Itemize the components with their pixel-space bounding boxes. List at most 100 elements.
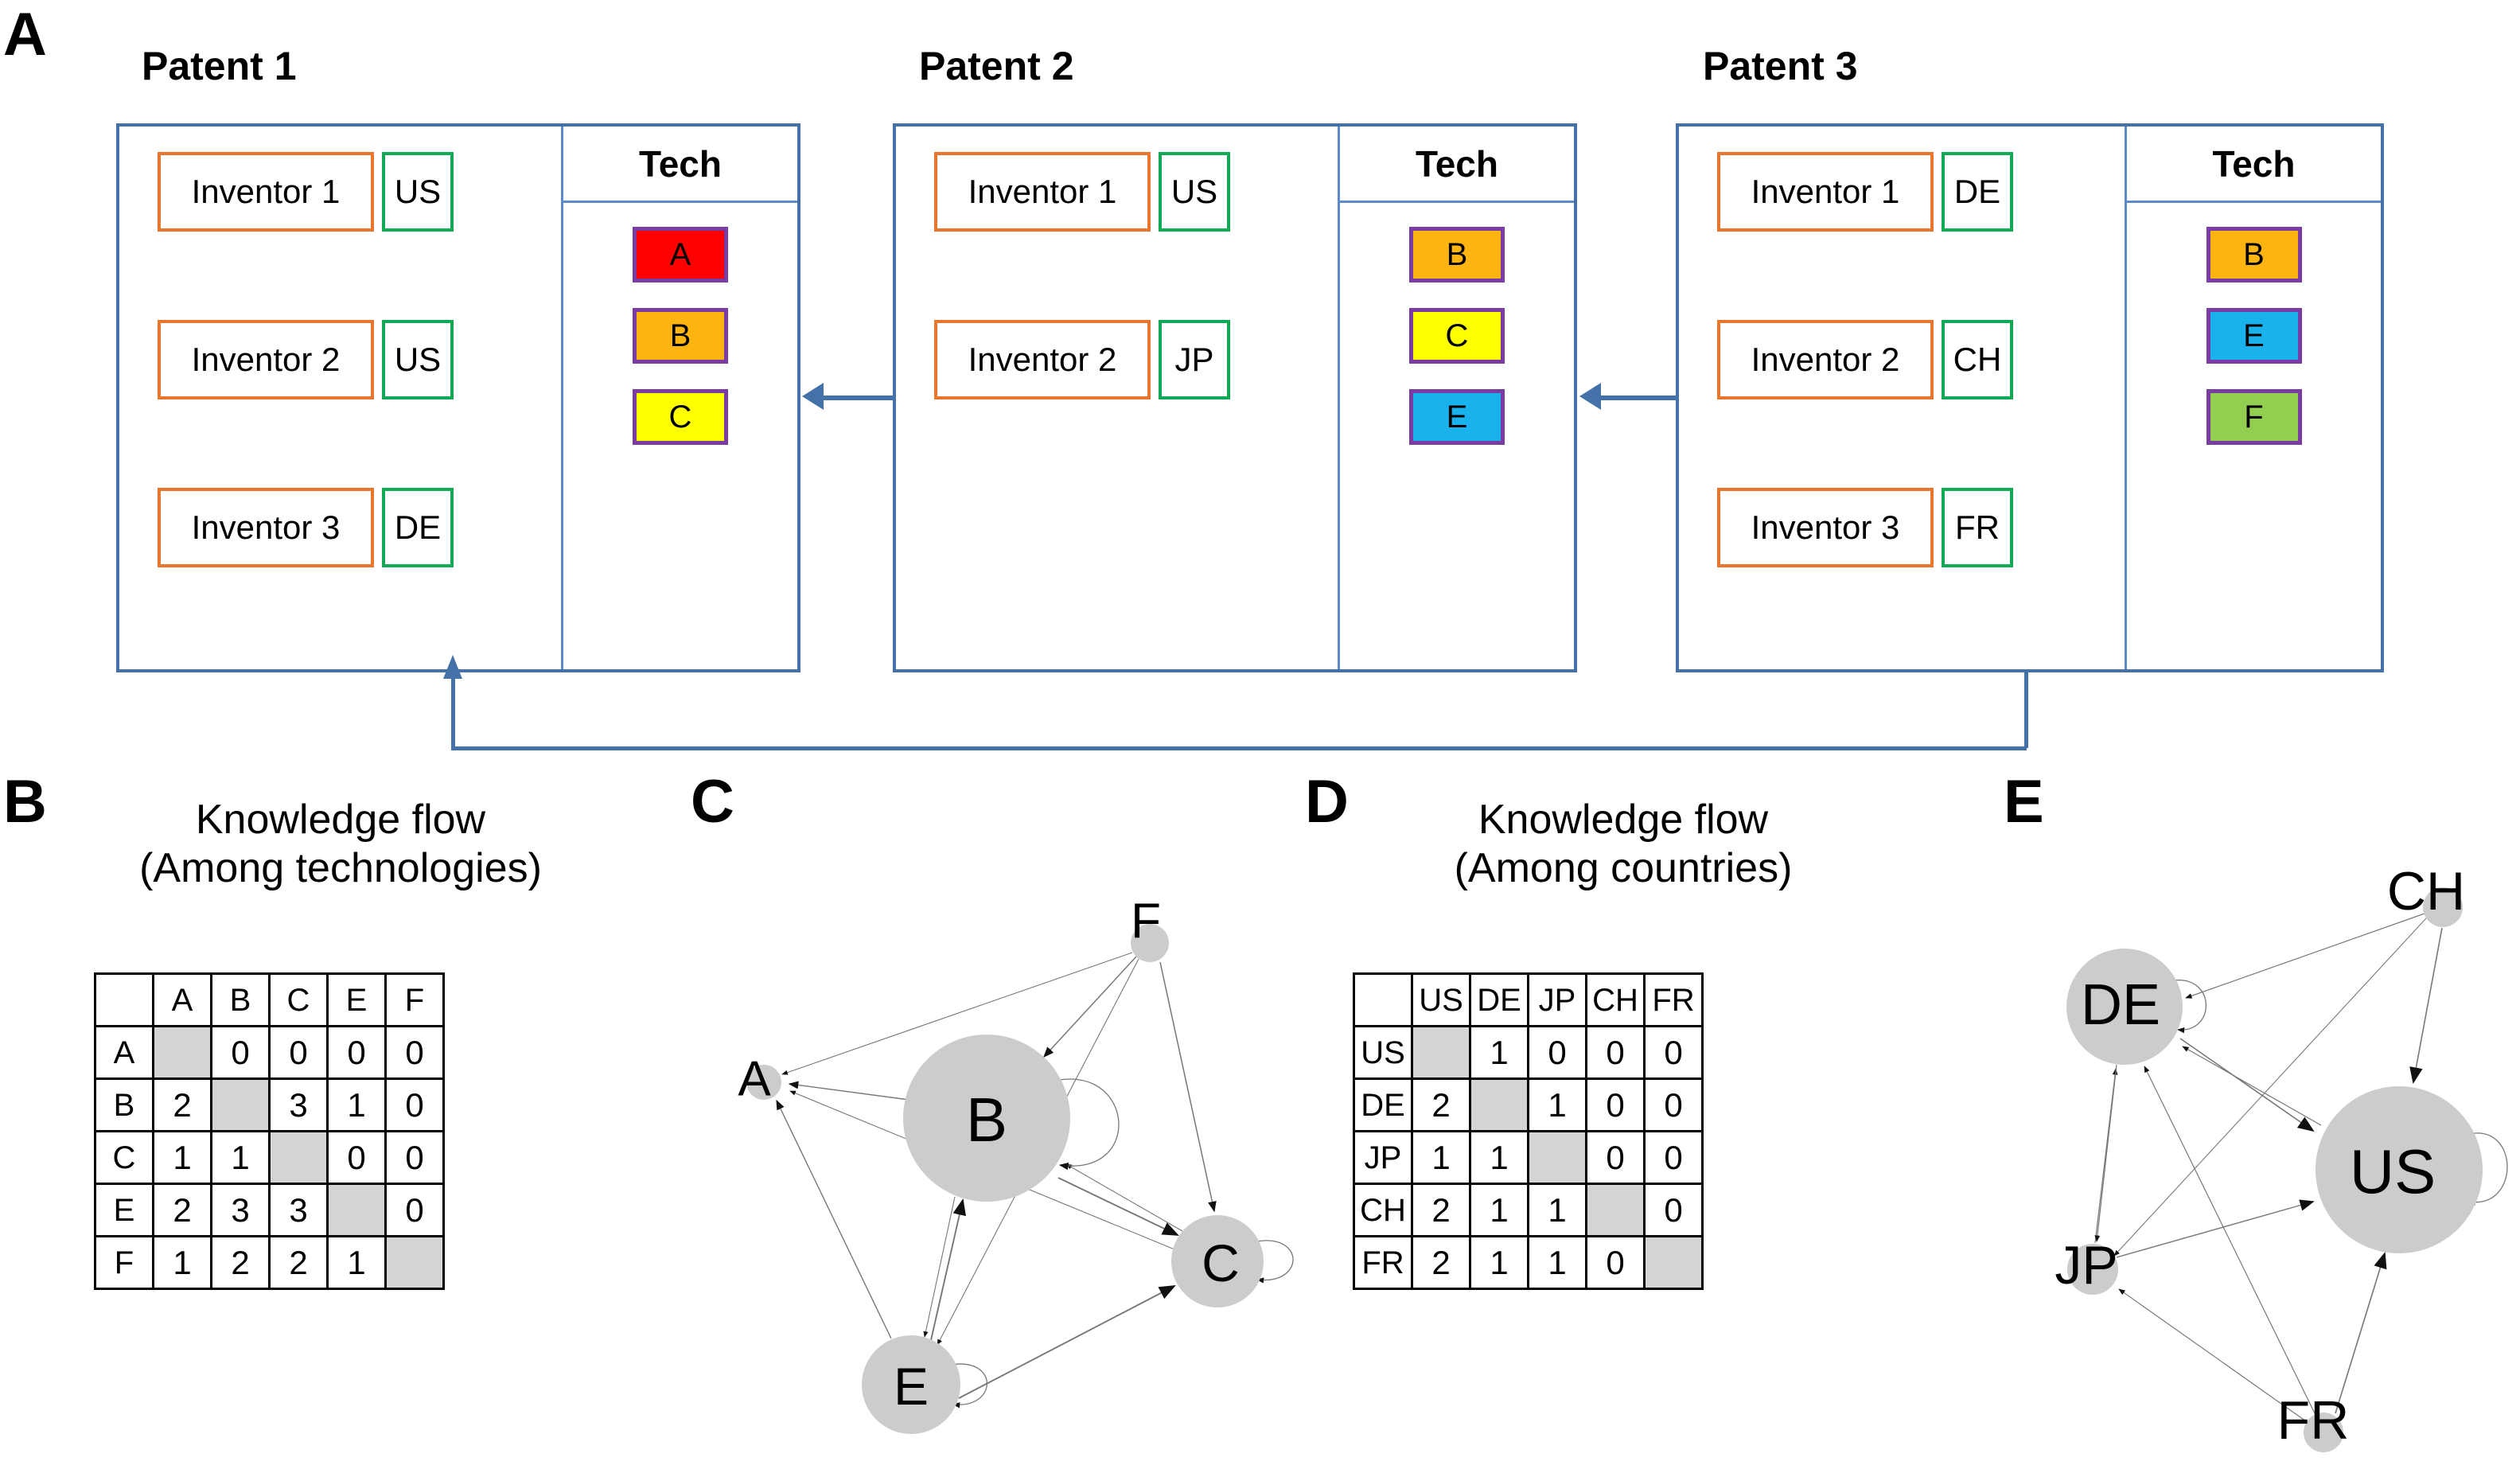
- node-DE: [2066, 949, 2183, 1065]
- node-F: [1131, 924, 1169, 962]
- matrix-cell-diagonal: [1643, 1235, 1704, 1290]
- matrix-cell-diagonal: [1469, 1077, 1529, 1132]
- edge-E-to-C: [958, 1285, 1176, 1399]
- table-header-row: A B C E F: [94, 972, 445, 1027]
- inventor-name-box: Inventor 3: [1717, 488, 1934, 567]
- tech-chip: E: [1409, 389, 1505, 445]
- edge-CH-to-JP: [2113, 918, 2427, 1257]
- table-row: A 0 0 0 0: [94, 1025, 445, 1080]
- matrix-cell: 1: [152, 1235, 212, 1290]
- edge-FR-to-DE: [2144, 1066, 2316, 1416]
- matrix-cell: 2: [152, 1183, 212, 1237]
- patent-1-inventor-row-1: Inventor 1 US: [158, 152, 454, 232]
- patent-3-tech-list: B E F: [2127, 203, 2381, 669]
- table-row: B 2 3 1 0: [94, 1077, 445, 1132]
- patent-3-inventor-row-2: Inventor 2 CH: [1717, 320, 2013, 399]
- tech-chip: E: [2206, 308, 2302, 364]
- self-loop-C: [1256, 1240, 1294, 1284]
- matrix-col-header: DE: [1469, 972, 1529, 1027]
- self-loop-E: [950, 1363, 988, 1409]
- edge-B-to-C: [1057, 1177, 1179, 1236]
- matrix-cell: 0: [384, 1130, 445, 1185]
- patent-3-box: Inventor 1 DE Inventor 2 CH Inventor 3 F…: [1676, 123, 2384, 672]
- panel-d-title-line1: Knowledge flow: [1478, 797, 1769, 843]
- patent-2-box: Inventor 1 US Inventor 2 JP Tech B C E: [893, 123, 1577, 672]
- panel-d-title-line2: (Among countries): [1454, 845, 1793, 892]
- matrix-row-header: E: [94, 1183, 154, 1237]
- node-label-JP: JP: [2055, 1235, 2117, 1296]
- matrix-cell: 1: [1527, 1235, 1587, 1290]
- matrix-cell: 1: [1469, 1025, 1529, 1080]
- node-label-CH: CH: [2387, 861, 2465, 922]
- matrix-cell: 1: [1527, 1183, 1587, 1237]
- tech-chip: C: [633, 389, 728, 445]
- inventor-country-box: JP: [1159, 320, 1230, 399]
- matrix-cell: 1: [1469, 1235, 1529, 1290]
- tech-header-label: Tech: [2212, 142, 2296, 185]
- knowledge-flow-technologies-table: A B C E F A 0 0 0 0 B 2 3 1 0 C 1 1 0 0 …: [94, 972, 445, 1290]
- self-loop-US: [2468, 1132, 2508, 1206]
- self-loop-DE: [2173, 980, 2207, 1034]
- edge-FR-to-US: [2335, 1252, 2387, 1414]
- matrix-col-header: B: [210, 972, 271, 1027]
- inventor-country-box: US: [382, 320, 454, 399]
- matrix-cell: 0: [268, 1025, 329, 1080]
- node-US: [2316, 1086, 2483, 1253]
- inventor-name-box: Inventor 3: [158, 488, 374, 567]
- matrix-corner-cell: [1353, 972, 1413, 1027]
- edge-F-to-B: [1043, 956, 1137, 1058]
- matrix-row-header: A: [94, 1025, 154, 1080]
- inventor-name-box: Inventor 1: [1717, 152, 1934, 232]
- matrix-cell: 0: [326, 1025, 387, 1080]
- matrix-cell: 0: [1527, 1025, 1587, 1080]
- matrix-corner-cell: [94, 972, 154, 1027]
- matrix-cell: 1: [1469, 1183, 1529, 1237]
- panel-e-country-network: US DE JP CH FR: [1953, 828, 2520, 1473]
- matrix-cell: 1: [326, 1235, 387, 1290]
- panel-letter-d: D: [1305, 768, 1349, 836]
- patent-1-tech-header: Tech: [563, 127, 797, 203]
- inventor-name-box: Inventor 2: [1717, 320, 1934, 399]
- tech-header-label: Tech: [1416, 142, 1498, 185]
- matrix-cell-diagonal: [384, 1235, 445, 1290]
- matrix-row-header: FR: [1353, 1235, 1413, 1290]
- edge-E-to-B: [930, 1198, 966, 1341]
- matrix-row-header: C: [94, 1130, 154, 1185]
- citation-arrow-p3-to-p1-seg-left: [451, 746, 2027, 750]
- node-label-B: B: [966, 1085, 1007, 1155]
- edge-C-to-B: [1065, 1163, 1183, 1232]
- patent-1-tech-list: A B C: [563, 203, 797, 669]
- matrix-cell: 0: [384, 1077, 445, 1132]
- table-row: FR 2 1 1 0: [1353, 1235, 1704, 1290]
- matrix-cell: 2: [210, 1235, 271, 1290]
- matrix-cell: 2: [1411, 1235, 1471, 1290]
- node-label-A: A: [738, 1052, 771, 1107]
- matrix-cell: 0: [384, 1183, 445, 1237]
- node-label-E: E: [894, 1357, 929, 1416]
- patent-1-title: Patent 1: [142, 44, 297, 88]
- matrix-cell: 0: [1585, 1130, 1646, 1185]
- citation-arrow-p2-to-p1-head: [802, 383, 824, 410]
- panel-d-title: Knowledge flow (Among countries): [1377, 796, 1870, 894]
- edge-US-to-DE: [2182, 1046, 2322, 1126]
- matrix-cell: 3: [268, 1077, 329, 1132]
- patent-1-inventor-row-2: Inventor 2 US: [158, 320, 454, 399]
- tech-chip: B: [2206, 227, 2302, 283]
- patent-2-title: Patent 2: [919, 44, 1074, 88]
- matrix-cell: 1: [152, 1130, 212, 1185]
- matrix-cell: 2: [152, 1077, 212, 1132]
- matrix-cell: 1: [1411, 1130, 1471, 1185]
- matrix-col-header: C: [268, 972, 329, 1027]
- panel-letter-b: B: [3, 768, 47, 836]
- citation-arrow-p2-to-p1-shaft: [824, 396, 895, 400]
- panel-b-title: Knowledge flow (Among technologies): [94, 796, 587, 894]
- matrix-cell: 1: [210, 1130, 271, 1185]
- tech-chip: B: [633, 308, 728, 364]
- panel-letter-a: A: [3, 1, 47, 68]
- edge-F-to-C: [1159, 961, 1217, 1213]
- technology-network-svg: A B C E F: [738, 894, 1294, 1434]
- node-label-DE: DE: [2081, 973, 2160, 1037]
- matrix-col-header: F: [384, 972, 445, 1027]
- patent-3-inventor-row-1: Inventor 1 DE: [1717, 152, 2013, 232]
- panel-a-patent-citation-diagram: A Patent 1 Inventor 1 US Inventor 2 US I…: [3, 1, 2384, 750]
